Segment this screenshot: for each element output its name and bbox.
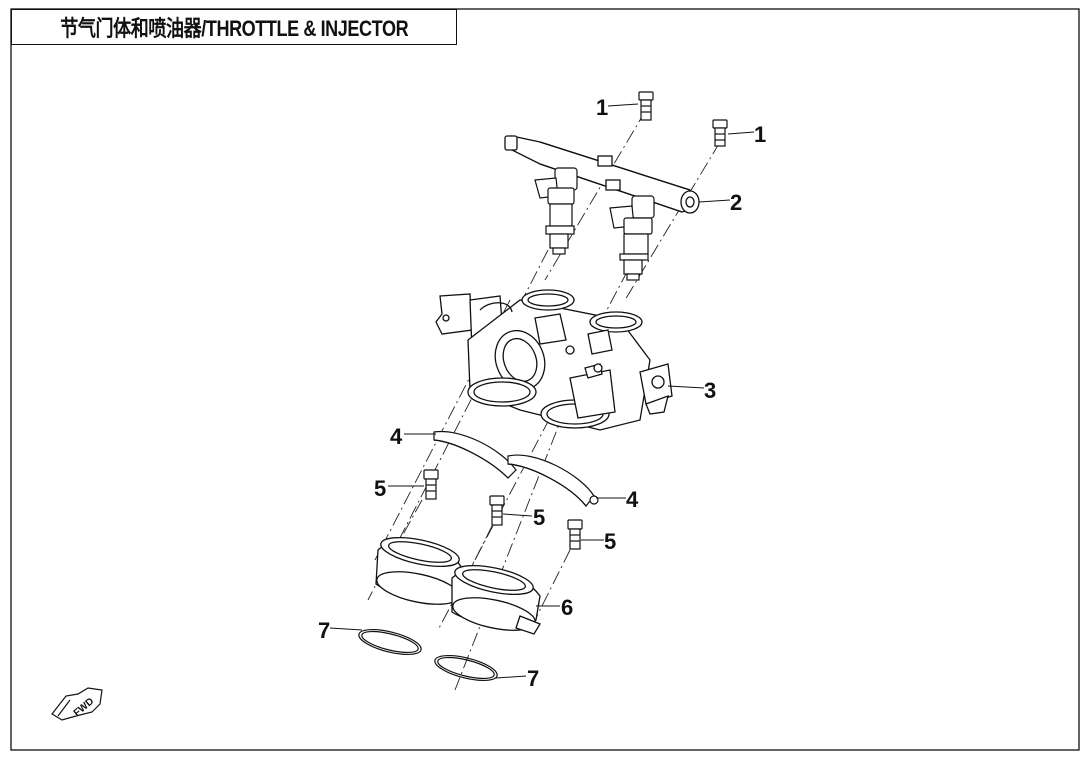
bolt-intake-3	[567, 519, 583, 550]
throttle-body	[435, 289, 673, 431]
intake-boots	[375, 536, 541, 635]
page-title: 节气门体和喷油器/THROTTLE & INJECTOR	[11, 9, 457, 45]
callout-7a: 7	[318, 618, 330, 643]
callout-5c: 5	[604, 529, 616, 554]
o-ring-left	[358, 628, 422, 656]
gasket-left	[433, 430, 517, 479]
bolt-intake-2	[489, 495, 505, 526]
fuel-rail	[504, 135, 700, 214]
bolt-intake-1	[423, 469, 439, 500]
callout-6: 6	[561, 595, 573, 620]
callout-7b: 7	[527, 666, 539, 691]
callout-1b: 1	[754, 122, 766, 147]
callout-5a: 5	[374, 476, 386, 501]
fwd-arrow-icon: FWD	[51, 687, 103, 721]
outer-border	[10, 8, 1080, 751]
callout-4a: 4	[390, 424, 403, 449]
gasket-right	[507, 454, 599, 507]
callout-labels: 1 1 2 3 4 4 5 5 5 6 7 7	[318, 95, 766, 691]
bolt-top-left	[638, 91, 654, 121]
bolt-top-right	[712, 119, 728, 147]
callout-4b: 4	[626, 487, 639, 512]
callout-1a: 1	[596, 95, 608, 120]
o-ring-right	[434, 654, 498, 682]
injector-left	[534, 167, 578, 255]
callout-2: 2	[730, 190, 742, 215]
page-title-text: 节气门体和喷油器/THROTTLE & INJECTOR	[59, 16, 408, 41]
callout-5b: 5	[533, 505, 545, 530]
leader-lines	[329, 103, 755, 679]
injector-right	[609, 195, 655, 281]
callout-3: 3	[704, 378, 716, 403]
